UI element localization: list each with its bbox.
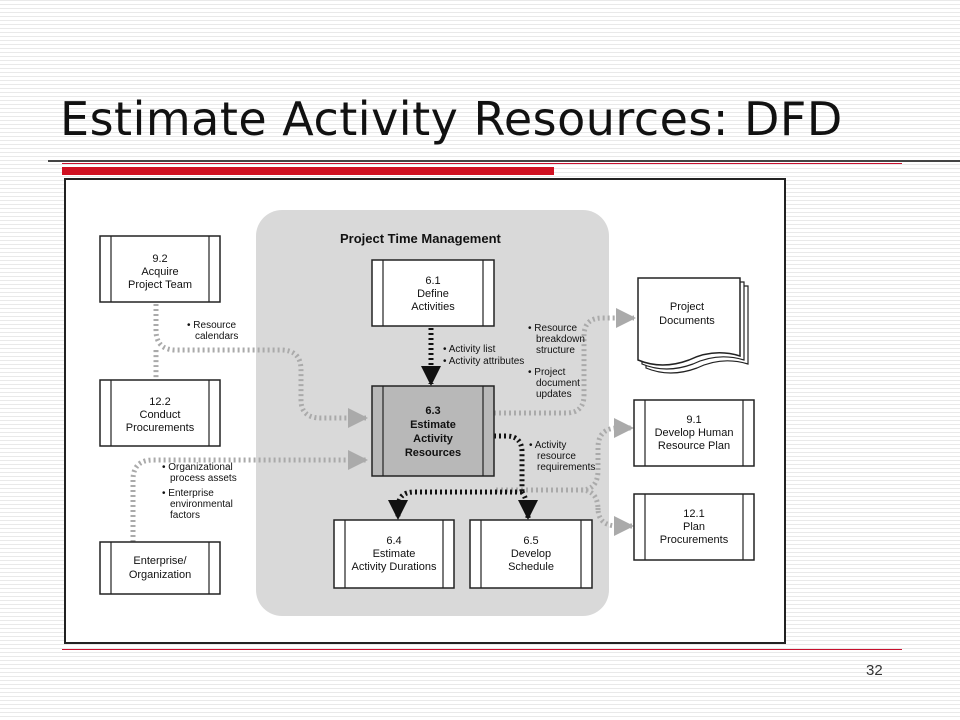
- dfd-diagram-frame: Project Time Management 9.2 Acquire Proj…: [64, 178, 786, 644]
- svg-text:• Enterprise: • Enterprise: [162, 488, 214, 499]
- svg-text:12.1: 12.1: [683, 508, 704, 520]
- dfd-diagram: Project Time Management 9.2 Acquire Proj…: [99, 210, 755, 616]
- svg-text:12.2: 12.2: [149, 396, 170, 408]
- svg-text:Develop: Develop: [511, 548, 551, 560]
- svg-text:• Organizational: • Organizational: [162, 462, 233, 473]
- svg-text:Activity Durations: Activity Durations: [352, 561, 437, 573]
- footer-red-rule: [62, 649, 902, 650]
- process-enterprise-organization: Enterprise/ Organization: [99, 541, 221, 595]
- svg-text:Project Team: Project Team: [128, 279, 192, 291]
- flow-to-durations: [388, 489, 522, 520]
- flow-estimate-to-procurements: [496, 487, 634, 536]
- svg-text:Acquire: Acquire: [141, 266, 178, 278]
- svg-text:• Activity: • Activity: [529, 440, 566, 451]
- svg-text:Organization: Organization: [129, 569, 191, 581]
- process-acquire-team: 9.2 Acquire Project Team: [99, 235, 221, 303]
- svg-text:document: document: [536, 378, 580, 389]
- svg-text:updates: updates: [536, 389, 572, 400]
- flow-to-schedule: [517, 490, 538, 520]
- svg-text:Project: Project: [670, 301, 704, 313]
- svg-text:Define: Define: [417, 288, 449, 300]
- svg-text:Activity: Activity: [413, 433, 454, 445]
- process-develop-hr-plan: 9.1 Develop Human Resource Plan: [633, 399, 755, 467]
- svg-text:calendars: calendars: [195, 331, 238, 342]
- svg-text:• Activity list: • Activity list: [443, 344, 496, 355]
- flow-estimate-to-documents: [494, 308, 636, 416]
- note-activity-resource-requirements: • Activity resource requirements: [529, 440, 595, 473]
- process-plan-procurements: 12.1 Plan Procurements: [633, 493, 755, 561]
- svg-text:requirements: requirements: [537, 462, 595, 473]
- svg-text:Procurements: Procurements: [126, 422, 195, 434]
- svg-text:structure: structure: [536, 345, 575, 356]
- svg-text:environmental: environmental: [170, 499, 233, 510]
- svg-text:Estimate: Estimate: [373, 548, 416, 560]
- title-red-bar: [62, 167, 554, 175]
- svg-text:Procurements: Procurements: [660, 534, 729, 546]
- flow-acquire-to-estimate: [153, 304, 368, 428]
- svg-text:Develop Human: Develop Human: [655, 427, 734, 439]
- svg-text:Conduct: Conduct: [140, 409, 181, 421]
- project-documents-stack: Project Documents: [637, 277, 749, 374]
- page-number: 32: [866, 662, 883, 679]
- svg-text:• Resource: • Resource: [528, 323, 578, 334]
- svg-text:Schedule: Schedule: [508, 561, 554, 573]
- svg-text:breakdown: breakdown: [536, 334, 585, 345]
- svg-text:resource: resource: [537, 451, 576, 462]
- svg-text:Resource Plan: Resource Plan: [658, 440, 730, 452]
- note-resource-calendars: • Resource calendars: [187, 320, 238, 342]
- process-define-activities: 6.1 Define Activities: [371, 259, 495, 327]
- title-red-rule: [62, 163, 902, 164]
- svg-text:9.2: 9.2: [152, 253, 167, 265]
- svg-text:Resources: Resources: [405, 447, 461, 459]
- note-activity-list: • Activity list • Activity attributes: [443, 344, 524, 367]
- black-flows: [388, 328, 538, 520]
- process-conduct-procurements: 12.2 Conduct Procurements: [99, 379, 221, 447]
- svg-text:6.4: 6.4: [386, 535, 401, 547]
- svg-text:6.3: 6.3: [425, 405, 440, 417]
- process-estimate-activity-durations: 6.4 Estimate Activity Durations: [333, 519, 455, 589]
- title-underline: [48, 160, 960, 162]
- svg-text:Documents: Documents: [659, 315, 715, 327]
- svg-text:Activities: Activities: [411, 301, 455, 313]
- group-title: Project Time Management: [340, 231, 502, 246]
- svg-text:Plan: Plan: [683, 521, 705, 533]
- svg-text:Estimate: Estimate: [410, 419, 456, 431]
- svg-text:6.1: 6.1: [425, 275, 440, 287]
- slide-title: Estimate Activity Resources: DFD: [60, 92, 843, 146]
- svg-text:• Project: • Project: [528, 367, 566, 378]
- process-develop-schedule: 6.5 Develop Schedule: [469, 519, 593, 589]
- svg-text:9.1: 9.1: [686, 414, 701, 426]
- svg-text:Enterprise/: Enterprise/: [133, 555, 187, 567]
- note-resource-breakdown: • Resource breakdown structure • Project…: [528, 323, 585, 400]
- svg-text:factors: factors: [170, 510, 200, 521]
- process-estimate-activity-resources: 6.3 Estimate Activity Resources: [371, 385, 495, 477]
- svg-text:6.5: 6.5: [523, 535, 538, 547]
- svg-text:process assets: process assets: [170, 473, 237, 484]
- svg-text:• Activity attributes: • Activity attributes: [443, 356, 524, 367]
- note-org-process-assets: • Organizational process assets • Enterp…: [162, 462, 237, 521]
- svg-text:• Resource: • Resource: [187, 320, 237, 331]
- grey-flows: [130, 304, 636, 542]
